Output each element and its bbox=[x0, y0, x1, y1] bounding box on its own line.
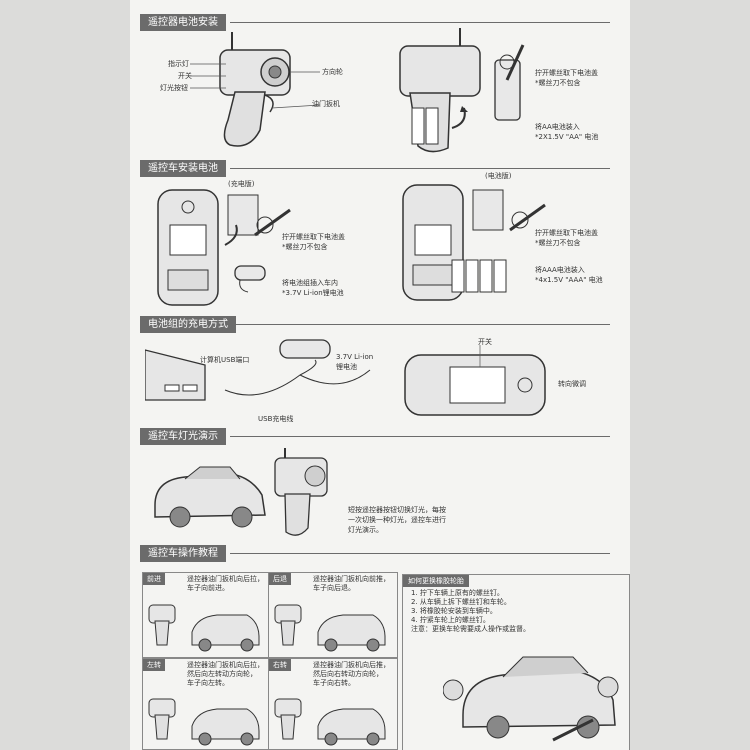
car-underside-switch-trim-illustration bbox=[404, 345, 546, 416]
section-title: 遥控器电池安装 bbox=[140, 14, 226, 31]
car-illustration bbox=[154, 466, 266, 528]
tire-steps: 1. 拧下车辆上原有的螺丝钉。 2. 从车辆上拆下螺丝钉和车轮。 3. 将橡胶轮… bbox=[411, 589, 530, 633]
section-title: 遥控车安装电池 bbox=[140, 160, 226, 177]
label-charge-version: (充电版) bbox=[228, 180, 255, 188]
label-switch: 开关 bbox=[478, 338, 492, 346]
screwdriver-icon bbox=[254, 208, 291, 237]
section-header-charging: 电池组的充电方式 bbox=[140, 316, 236, 333]
section-title: 电池组的充电方式 bbox=[140, 316, 236, 333]
li-ion-battery-pack-icon bbox=[234, 265, 266, 293]
divider bbox=[230, 436, 610, 437]
remote-controller-icon bbox=[274, 448, 328, 536]
instruction-sheet: 遥控器电池安装 指示灯 开关 灯光按钮 方向轮 油门扳机 拧开螺丝取下电池盖 *… bbox=[130, 0, 630, 750]
tire-replacement-box: 如何更换橡胶轮胎 1. 拧下车辆上原有的螺丝钉。 2. 从车辆上拆下螺丝钉和车轮… bbox=[402, 574, 630, 750]
remote-controller-illustration bbox=[190, 32, 321, 147]
label-steering-trim: 转向微调 bbox=[558, 380, 586, 388]
battery-cover-screwdriver-icon bbox=[494, 44, 525, 121]
divider bbox=[230, 168, 610, 169]
tire-title: 如何更换橡胶轮胎 bbox=[403, 575, 469, 587]
label-switch: 开关 bbox=[178, 72, 192, 80]
label-battery-version: (电池版) bbox=[485, 172, 512, 180]
computer-usb-port-illustration bbox=[145, 349, 206, 401]
light-demo-description: 短按遥控器按钮切换灯光，每按 一次切换一种灯光，遥控车进行 灯光演示。 bbox=[348, 506, 446, 534]
label-usb-port: 计算机USB端口 bbox=[200, 356, 250, 364]
car-underside-charge-version bbox=[157, 189, 259, 306]
op-right: 右转 遥控器油门扳机向后推，然后向右转动方向轮，车子向右转。 bbox=[268, 658, 398, 750]
step-left-remove-cover: 拧开螺丝取下电池盖 *螺丝刀不包含 bbox=[282, 233, 345, 251]
label-battery-li-ion: 3.7V Li-ion 锂电池 bbox=[336, 353, 374, 371]
op-right-illustration bbox=[274, 698, 386, 746]
step-insert-battery-pack: 将电池组插入车内 *3.7V Li-ion锂电池 bbox=[282, 279, 344, 297]
section-title: 遥控车灯光演示 bbox=[140, 428, 226, 445]
op-forward: 前进 遥控器油门扳机向后拉，车子向前进。 bbox=[142, 572, 270, 658]
aaa-batteries-icon bbox=[451, 259, 507, 293]
label-light-button: 灯光按钮 bbox=[160, 84, 188, 92]
section-header-car-battery: 遥控车安装电池 bbox=[140, 160, 226, 177]
label-trigger: 油门扳机 bbox=[312, 100, 340, 108]
op-backward-illustration bbox=[274, 604, 386, 652]
section-header-remote-battery: 遥控器电池安装 bbox=[140, 14, 226, 31]
label-indicator: 指示灯 bbox=[168, 60, 189, 68]
tire-replacement-illustration bbox=[443, 656, 619, 742]
op-left-illustration bbox=[148, 698, 260, 746]
step-insert-aaa: 将AAA电池装入 *4x1.5V "AAA" 电池 bbox=[535, 266, 603, 284]
car-underside-battery-version bbox=[402, 184, 504, 301]
label-steering-wheel: 方向轮 bbox=[322, 68, 343, 76]
divider bbox=[230, 324, 610, 325]
divider bbox=[230, 553, 610, 554]
section-header-light-demo: 遥控车灯光演示 bbox=[140, 428, 226, 445]
screwdriver-icon bbox=[509, 203, 546, 232]
step-insert-aa: 将AA电池装入 *2X1.5V "AA" 电池 bbox=[535, 123, 599, 141]
step-right-remove-cover: 拧开螺丝取下电池盖 *螺丝刀不包含 bbox=[535, 229, 598, 247]
op-forward-illustration bbox=[148, 604, 260, 652]
usb-cable-and-battery-illustration bbox=[224, 339, 371, 396]
section-title: 遥控车操作教程 bbox=[140, 545, 226, 562]
op-backward: 后退 遥控器油门扳机向前推，车子向后退。 bbox=[268, 572, 398, 658]
step-remove-cover: 拧开螺丝取下电池盖 *螺丝刀不包含 bbox=[535, 69, 598, 87]
remote-battery-compartment-illustration bbox=[399, 28, 481, 153]
label-usb-cable: USB充电线 bbox=[258, 415, 294, 423]
section-header-operation: 遥控车操作教程 bbox=[140, 545, 226, 562]
op-left: 左转 遥控器油门扳机向后拉，然后向左转动方向轮，车子向左转。 bbox=[142, 658, 270, 750]
divider bbox=[230, 22, 610, 23]
